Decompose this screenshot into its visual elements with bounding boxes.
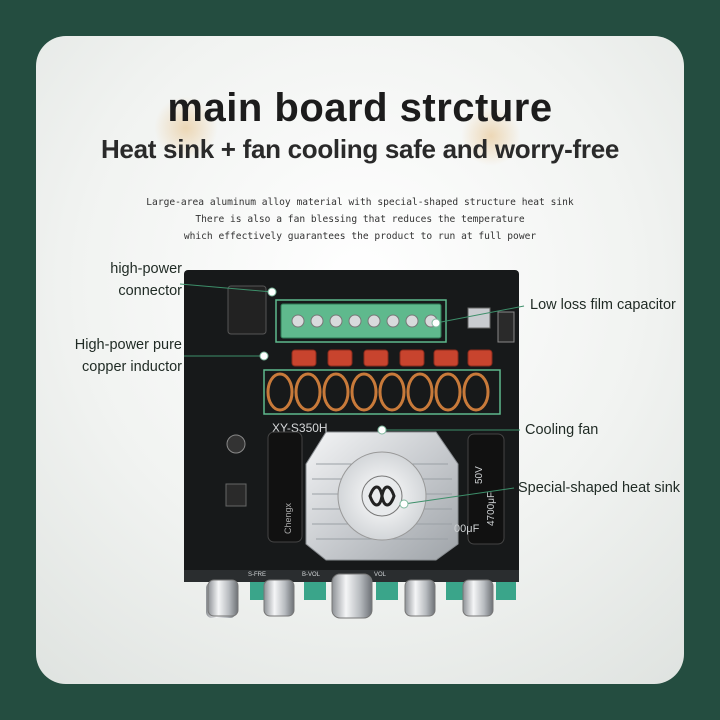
board-illustration: XY-S350H Chengx 4700μF — [184, 270, 519, 600]
knob-4 — [404, 579, 436, 617]
decor-glow-right — [461, 106, 521, 166]
description-line: Large-area aluminum alloy material with … — [146, 197, 574, 208]
aux-connector — [497, 311, 515, 343]
knob-label: S-FRE — [248, 572, 266, 578]
small-capacitor — [226, 434, 246, 454]
description-line: which effectively guarantees the product… — [183, 231, 537, 242]
inductor-highlight — [263, 369, 501, 415]
connector-leader — [179, 283, 273, 293]
page-subtitle: Heat sink + fan cooling safe and worry-f… — [100, 134, 620, 164]
page-title: main board strcture — [167, 86, 553, 130]
fan-logo — [368, 485, 396, 507]
description: Large-area aluminum alloy material with … — [36, 194, 684, 245]
callout-fan: Cooling fan — [525, 422, 599, 438]
callout-inductor: High-power pure copper inductor — [75, 334, 182, 378]
usb-port — [467, 307, 491, 329]
film-capacitors — [291, 349, 493, 367]
knobs-layer — [179, 283, 525, 619]
product-card: main board strcture Heat sink + fan cool… — [36, 36, 684, 684]
knob-1 — [207, 579, 239, 617]
capacitor-right-partial: 00μF — [454, 523, 480, 535]
knob-label: VOL — [374, 572, 387, 578]
capacitor-left-label: Chengx — [283, 502, 293, 534]
amplifier-board: XY-S350H Chengx 4700μF — [176, 264, 526, 624]
callout-heatsink: Special-shaped heat sink — [518, 480, 681, 496]
capacitor-leader — [435, 305, 525, 324]
decor-glow-left — [154, 96, 218, 160]
callout-dot-fan — [377, 425, 387, 435]
callout-capacitor: Low loss film capacitor — [530, 297, 676, 313]
callout-dot-heatsink — [399, 499, 409, 509]
description-line: There is also a fan blessing that reduce… — [195, 214, 525, 225]
callout-connector: high-power connector — [110, 258, 182, 302]
copper-inductors — [266, 372, 490, 412]
capacitor-left — [267, 431, 303, 543]
knob-5 — [462, 579, 494, 617]
callout-inductor-line: copper inductor — [82, 359, 182, 375]
knob-2 — [263, 579, 295, 617]
dc-jack — [227, 285, 267, 335]
callout-connector-line: connector — [118, 283, 182, 299]
heatsink-leader — [403, 487, 515, 505]
small-chip — [225, 483, 247, 507]
capacitor-right-value: 4700μF — [486, 492, 497, 526]
callout-dot-capacitor — [431, 318, 441, 328]
capacitor-right-voltage: 50V — [474, 466, 485, 484]
callout-inductor-line: High-power pure — [74, 337, 182, 353]
knob-3 — [331, 573, 373, 619]
callout-dot-connector — [267, 287, 277, 297]
knob-label: B-VOL — [302, 572, 321, 578]
callout-dot-inductor — [259, 351, 269, 361]
callout-connector-line: high-power — [110, 261, 182, 277]
